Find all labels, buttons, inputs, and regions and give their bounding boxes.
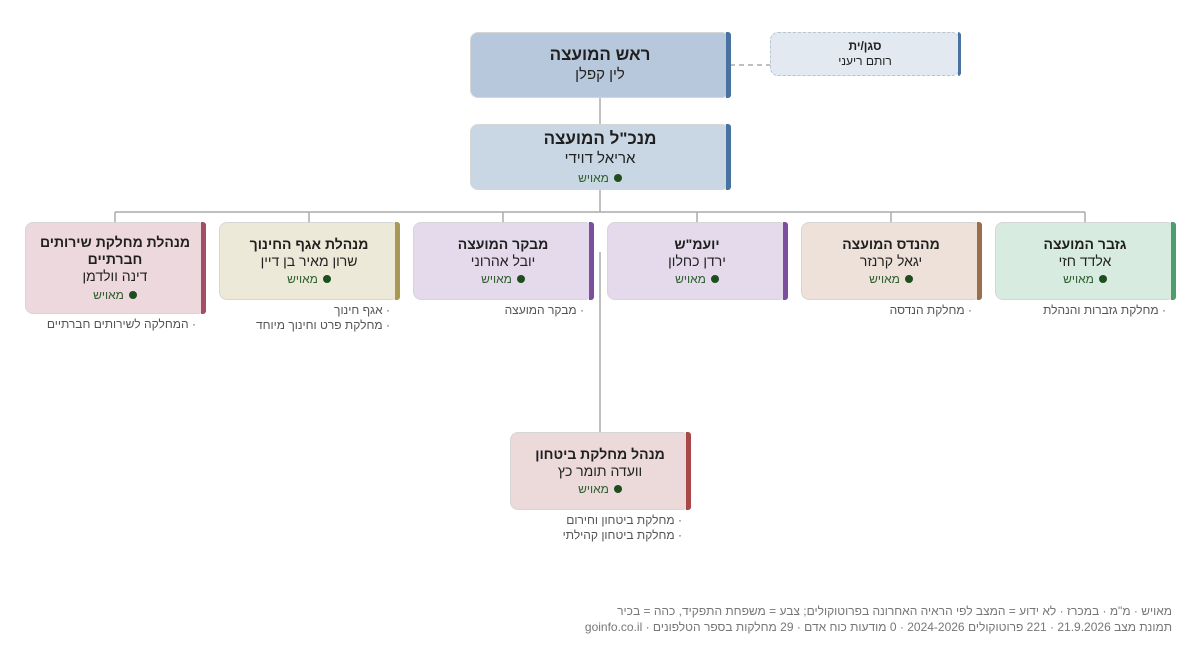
dept-status: מאויש xyxy=(93,288,137,302)
dept-title: גזבר המועצה xyxy=(1043,235,1127,252)
dept-status: מאויש xyxy=(1063,272,1107,286)
footer: מאויש · מ"מ · במכרז · לא ידוע = המצב לפי… xyxy=(472,603,1172,635)
dept-status: מאויש xyxy=(481,272,525,286)
security-box[interactable]: מנהל מחלקת ביטחון וועדה תומר כץ מאויש xyxy=(510,432,691,510)
dept-box-auditor[interactable]: מבקר המועצה יובל אהרוני מאויש xyxy=(413,222,594,300)
footer-stats: תמונת מצב 21.9.2026 · 221 פרוטוקולים 202… xyxy=(584,620,1172,634)
dept-units-education: · אגף חינוך · מחלקת פרט וחינוך מיוחד xyxy=(220,303,390,333)
unit-item: · מחלקת הנדסה xyxy=(889,303,972,317)
security-status: מאויש xyxy=(578,482,622,496)
status-dot-icon xyxy=(322,275,331,284)
head-name: לין קפלן xyxy=(575,65,625,83)
dept-units-engineer: · מחלקת הנדסה xyxy=(802,303,972,318)
unit-item: · מחלקת גזברות והנהלת xyxy=(1043,303,1166,317)
dept-status: מאויש xyxy=(287,272,331,286)
dept-units-auditor: · מבקר המועצה xyxy=(414,303,584,318)
deputy-title: סגן/ית xyxy=(848,39,882,54)
ceo-name: אריאל דוידי xyxy=(564,149,636,167)
security-units: · מחלקת ביטחון וחירום · מחלקת ביטחון קהי… xyxy=(512,513,682,543)
dept-title: מנהלת אגף החינוך xyxy=(249,235,369,252)
unit-item: · מחלקת ביטחון וחירום xyxy=(566,513,682,527)
dept-title: מנהלת מחלקת שירותים חברתיים xyxy=(39,234,191,268)
dept-name: דינה וולדמן xyxy=(82,268,148,285)
status-dot-icon xyxy=(516,275,525,284)
status-dot-icon xyxy=(613,173,622,182)
status-dot-icon xyxy=(1098,275,1107,284)
dept-title: מהנדס המועצה xyxy=(842,235,940,252)
deputy-name: רותם ריעני xyxy=(838,53,892,68)
dept-box-legal[interactable]: יועמ"ש ירדן כחלון מאויש xyxy=(607,222,788,300)
ceo-title: מנכ"ל המועצה xyxy=(543,129,657,149)
security-title: מנהל מחלקת ביטחון xyxy=(535,445,665,462)
unit-item: · מבקר המועצה xyxy=(504,303,584,317)
deputy-box[interactable]: סגן/ית רותם ריעני xyxy=(770,32,961,76)
status-dot-icon xyxy=(613,485,622,494)
dept-box-social-services[interactable]: מנהלת מחלקת שירותים חברתיים דינה וולדמן … xyxy=(25,222,206,314)
head-title: ראש המועצה xyxy=(549,45,651,65)
status-dot-icon xyxy=(710,275,719,284)
status-dot-icon xyxy=(128,290,137,299)
unit-item: · אגף חינוך xyxy=(334,303,390,317)
dept-name: שרון מאיר בן דיין xyxy=(260,252,358,269)
status-dot-icon xyxy=(904,275,913,284)
dept-box-engineer[interactable]: מהנדס המועצה יגאל קרנזר מאויש xyxy=(801,222,982,300)
dept-name: ירדן כחלון xyxy=(668,252,726,269)
unit-item: · המחלקה לשירותים חברתיים xyxy=(46,317,196,331)
head-box[interactable]: ראש המועצה לין קפלן xyxy=(470,32,731,98)
unit-item: · מחלקת ביטחון קהילתי xyxy=(562,528,682,542)
dept-box-education[interactable]: מנהלת אגף החינוך שרון מאיר בן דיין מאויש xyxy=(219,222,400,300)
dept-title: יועמ"ש xyxy=(674,235,720,252)
dept-name: אלדד חזי xyxy=(1058,252,1112,269)
unit-item: · מחלקת פרט וחינוך מיוחד xyxy=(255,318,390,332)
footer-legend: מאויש · מ"מ · במכרז · לא ידוע = המצב לפי… xyxy=(617,604,1172,618)
dept-units-treasurer: · מחלקת גזברות והנהלת xyxy=(996,303,1166,318)
dept-name: יגאל קרנזר xyxy=(859,252,923,269)
dept-status: מאויש xyxy=(675,272,719,286)
dept-status: מאויש xyxy=(869,272,913,286)
security-name: וועדה תומר כץ xyxy=(557,462,643,479)
dept-box-treasurer[interactable]: גזבר המועצה אלדד חזי מאויש xyxy=(995,222,1176,300)
dept-name: יובל אהרוני xyxy=(470,252,536,269)
dept-title: מבקר המועצה xyxy=(457,235,549,252)
dept-units-social-services: · המחלקה לשירותים חברתיים xyxy=(26,317,196,332)
ceo-status: מאויש xyxy=(578,171,622,185)
ceo-box[interactable]: מנכ"ל המועצה אריאל דוידי מאויש xyxy=(470,124,731,190)
